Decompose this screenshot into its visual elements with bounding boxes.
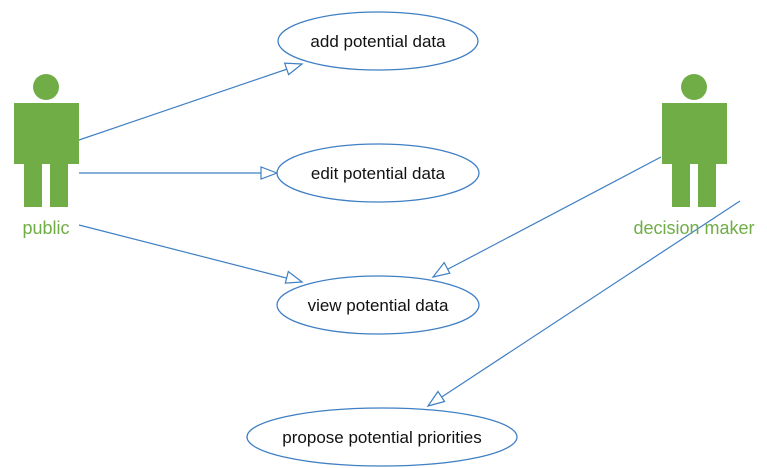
use-case-add-label: add potential data [310, 32, 446, 51]
use-case-view-label: view potential data [308, 296, 449, 315]
use-case-propose-ellipse [246, 407, 518, 467]
association-public-view [78, 224, 303, 283]
use-case-add: add potential data [277, 11, 479, 71]
associations [78, 63, 741, 407]
use-case-add-ellipse [277, 11, 479, 71]
decision-maker-actor-icon [662, 74, 727, 207]
actor-public: public [14, 74, 79, 238]
actor-decision-maker: decision maker [633, 74, 755, 238]
arrowhead-view-public [284, 270, 304, 284]
association-decision-maker-propose [427, 200, 741, 407]
association-public-add [78, 63, 303, 141]
use-case-view-ellipse [276, 275, 480, 335]
actor-decision-maker-label: decision maker [633, 218, 754, 238]
arrowhead-view-decision-maker [431, 261, 451, 278]
public-actor-icon [14, 74, 79, 207]
arrowhead-propose [426, 390, 446, 408]
use-case-propose-label: propose potential priorities [282, 428, 481, 447]
use-case-edit-ellipse [276, 143, 480, 203]
use-case-edit-label: edit potential data [311, 164, 446, 183]
arrowhead-add [283, 62, 304, 76]
arrowheads [260, 62, 451, 408]
actor-public-label: public [22, 218, 69, 238]
use-case-view: view potential data [276, 275, 480, 335]
arrowhead-edit [260, 166, 279, 180]
use-case-propose: propose potential priorities [246, 407, 518, 467]
use-case-edit: edit potential data [276, 143, 480, 203]
association-decision-maker-view [432, 156, 662, 278]
